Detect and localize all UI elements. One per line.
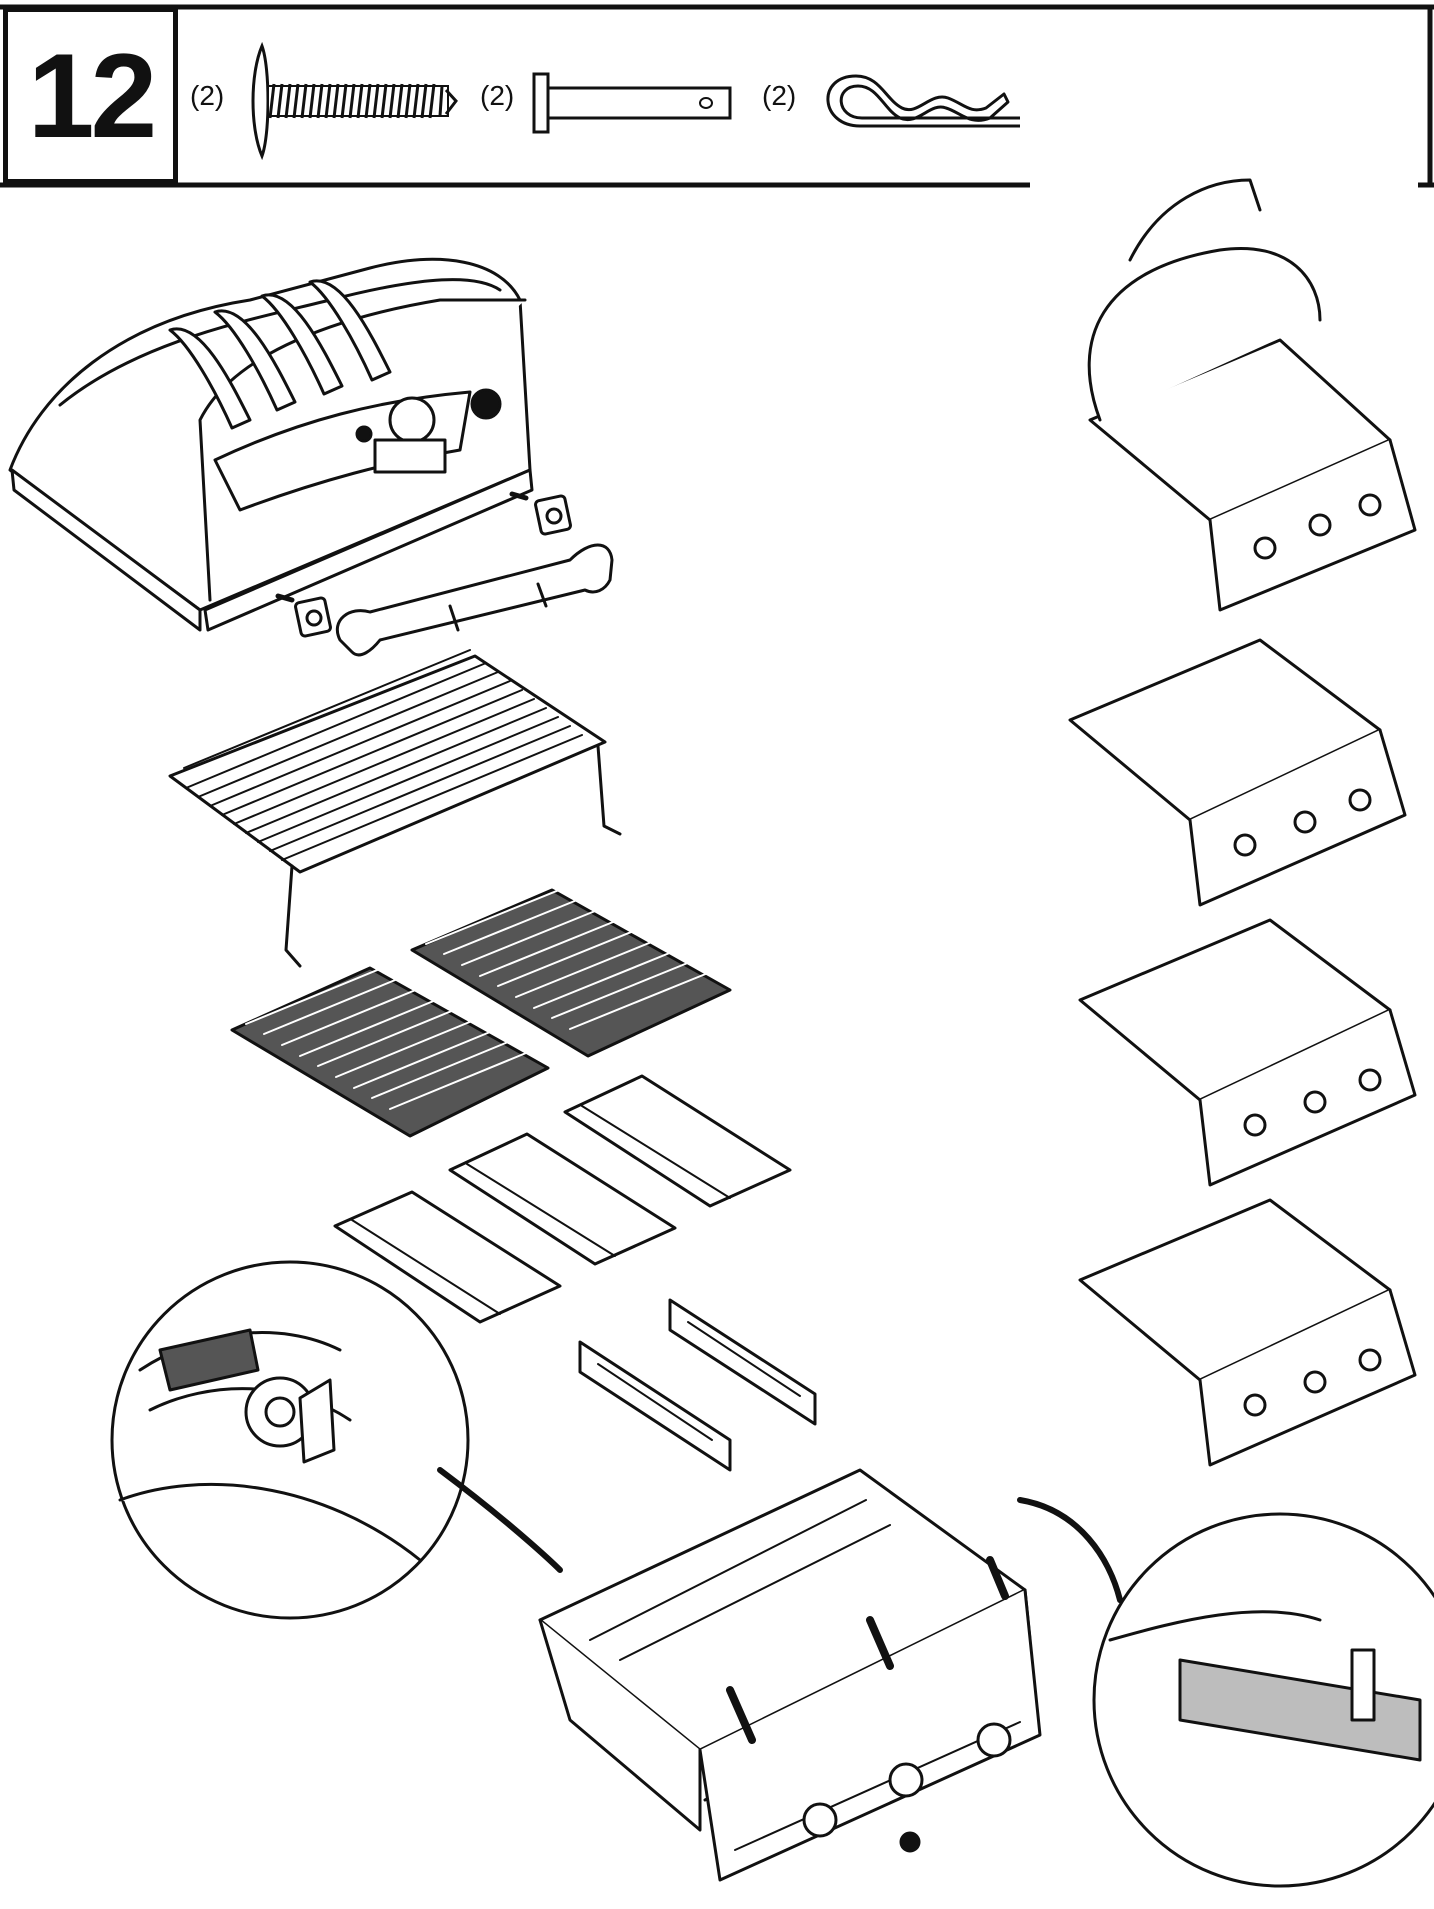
- hairpin-clip-icon: [826, 74, 1020, 128]
- screw-icon: [251, 41, 458, 161]
- screw-quantity: (2): [190, 80, 225, 111]
- flavorizer-bars: [333, 1074, 792, 1324]
- thumbnail-bars-installed: [1078, 918, 1417, 1187]
- header-frame: [0, 4, 1434, 188]
- cooking-grate-left: [230, 966, 550, 1138]
- rail-detail-callout: [1017, 1497, 1434, 1888]
- grill-lid: [8, 257, 534, 632]
- warming-rack: [168, 649, 622, 968]
- clip-detail-callout: [110, 1260, 563, 1620]
- step-number-box: 12: [3, 7, 178, 184]
- firebox-assembly: [538, 1468, 1042, 1882]
- step-number: 12: [27, 28, 157, 163]
- thumbnail-deflectors-installed: [1078, 1198, 1417, 1467]
- thumbnail-grates-installed: [1068, 638, 1407, 907]
- thumbnail-complete-grill: [1087, 178, 1417, 612]
- pin-icon: [532, 72, 732, 134]
- cooking-grate-right: [410, 887, 732, 1058]
- pin-quantity: (2): [480, 80, 515, 111]
- heat-deflectors: [578, 1298, 817, 1472]
- clip-quantity: (2): [762, 80, 797, 111]
- lid-handle: [275, 491, 614, 657]
- step-header: 12 (2) (2) (2): [0, 4, 1434, 188]
